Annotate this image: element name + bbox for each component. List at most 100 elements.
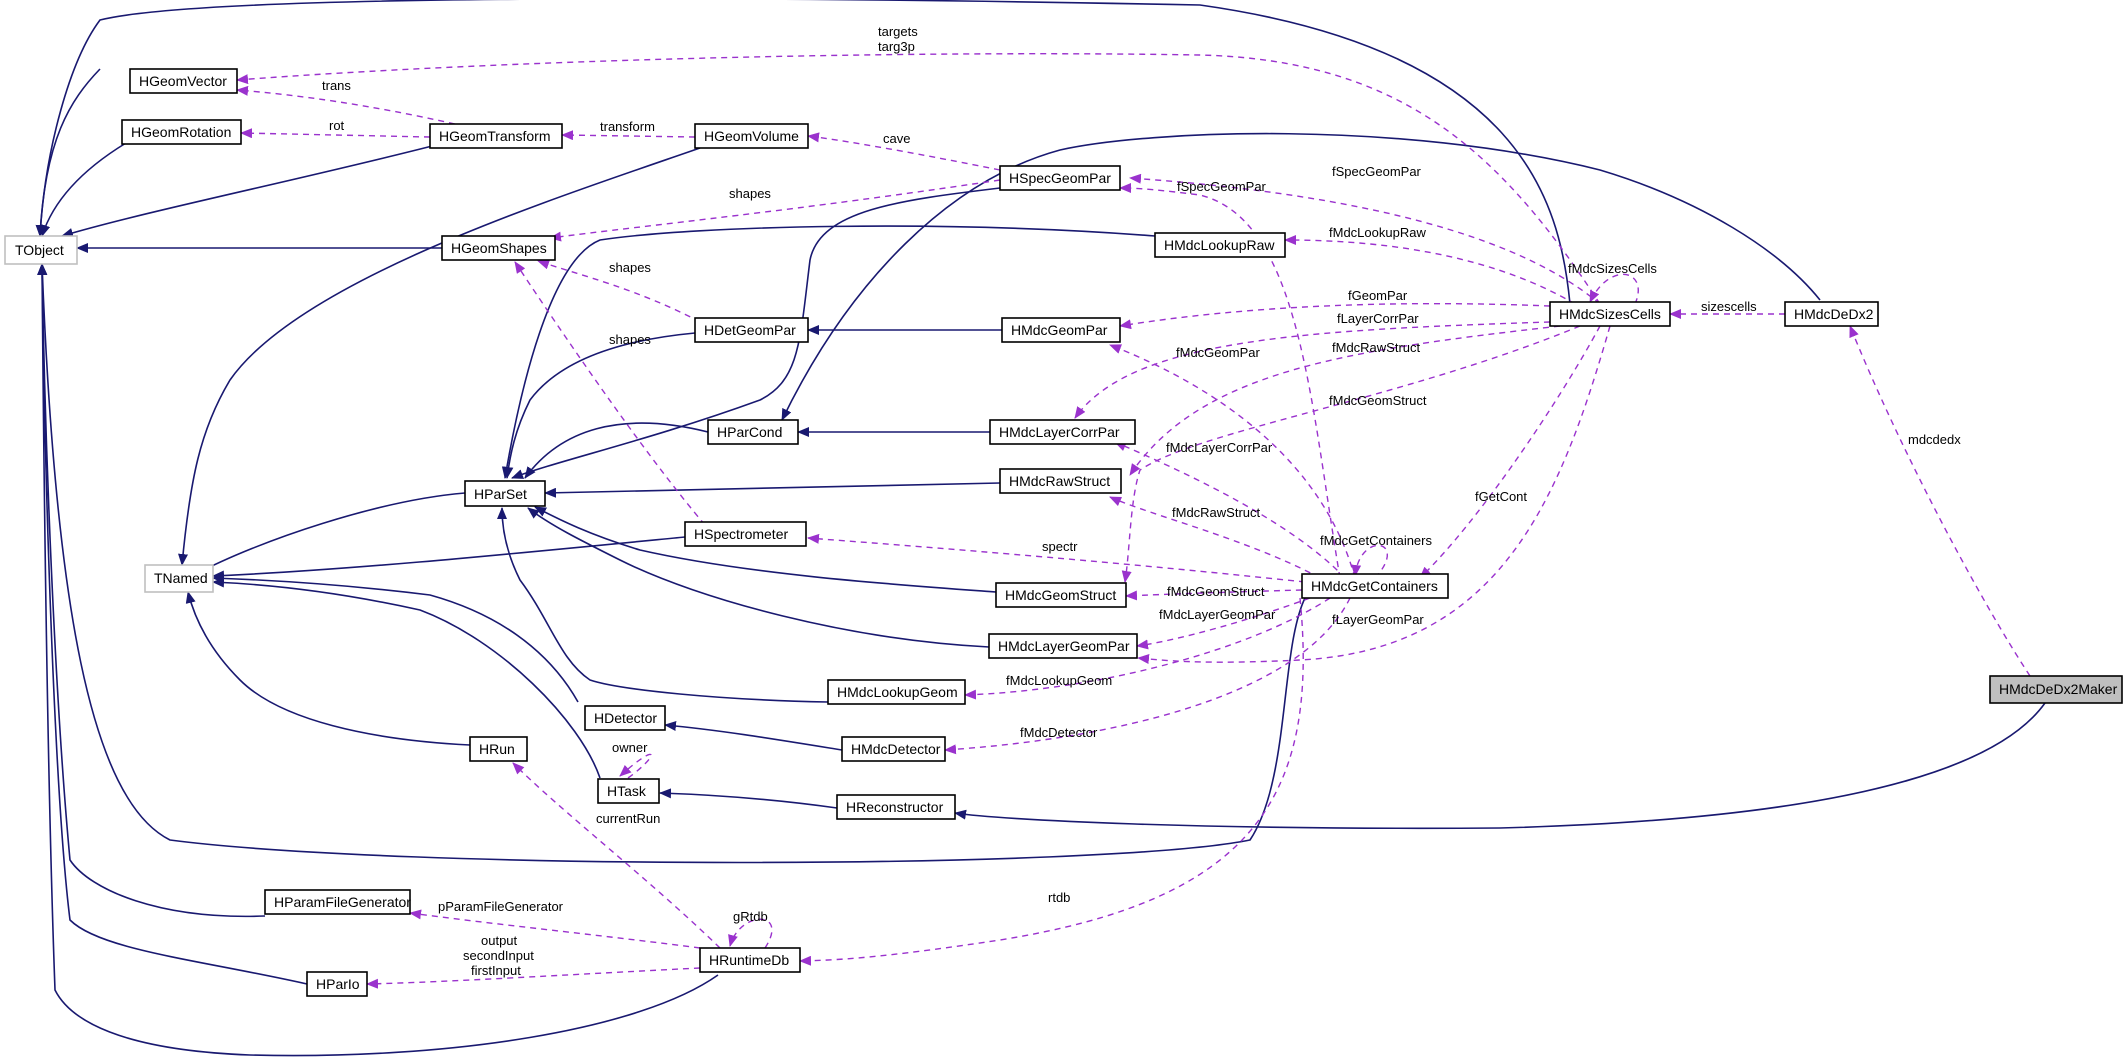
label-fmdclookupgeom: fMdcLookupGeom (1006, 673, 1112, 688)
svg-text:TNamed: TNamed (154, 570, 208, 586)
edge-hspecgeompar-hgeomshapes (549, 179, 1001, 242)
edge-hmdcgetcontainers-hmdclayergeompar (1136, 597, 1311, 650)
node-hmdcrawstruct[interactable]: HMdcRawStruct (999, 468, 1122, 494)
edge-hruntimedb-hrun (512, 762, 721, 949)
node-hparamfilegenerator[interactable]: HParamFileGenerator (264, 889, 411, 915)
edge-hmdcrawstruct-hparset (544, 482, 1001, 498)
node-hmdclayercorrpar[interactable]: HMdcLayerCorrPar (989, 419, 1136, 445)
node-hgeomrotation[interactable]: HGeomRotation (121, 119, 242, 145)
node-tnamed[interactable]: TNamed (144, 564, 214, 593)
edge-hmdcsizescells-hmdclayercorrpar (1074, 321, 1551, 419)
label-fspecgeompar-1: fSpecGeomPar (1332, 164, 1422, 179)
label-firstinput: firstInput (471, 963, 521, 978)
svg-text:HMdcDeDx2Maker: HMdcDeDx2Maker (1999, 681, 2118, 697)
edge-hruntimedb-tobject (37, 263, 719, 1057)
nodes: TObject TNamed HGeomVector HGeomRotation… (4, 68, 2123, 997)
edge-hgeomtransform-hgeomvector (236, 85, 456, 125)
node-hmdclookupraw[interactable]: HMdcLookupRaw (1154, 232, 1286, 258)
edge-labels: targets targ3p trans rot transform cave … (322, 24, 1961, 978)
edge-hmdcgetcontainers-hmdcdetector (944, 597, 1351, 755)
svg-text:HMdcLayerGeomPar: HMdcLayerGeomPar (998, 638, 1130, 654)
svg-text:HReconstructor: HReconstructor (846, 799, 944, 815)
node-hmdclayergeompar[interactable]: HMdcLayerGeomPar (988, 633, 1138, 659)
edge-hmdcdedx2maker-hmdcdedx2 (1849, 325, 2031, 677)
svg-text:HParIo: HParIo (316, 976, 360, 992)
label-owner: owner (612, 740, 648, 755)
label-pparamfilegenerator: pParamFileGenerator (438, 899, 564, 914)
edge-hdetector-tnamed (212, 573, 579, 703)
edge-hparcond-hparset (524, 422, 709, 479)
edge-hmdcsizescells-hmdcgetcontainers (1419, 325, 1601, 579)
svg-text:HGeomVector: HGeomVector (139, 73, 227, 89)
svg-text:HTask: HTask (607, 783, 647, 799)
node-hmdcdedx2maker[interactable]: HMdcDeDx2Maker (1989, 675, 2123, 704)
node-hmdcgeomstruct[interactable]: HMdcGeomStruct (995, 582, 1127, 608)
node-hgeomvector[interactable]: HGeomVector (129, 68, 238, 94)
label-rtdb: rtdb (1048, 890, 1070, 905)
label-sizescells: sizescells (1701, 299, 1757, 314)
node-hrun[interactable]: HRun (469, 736, 528, 762)
edge-hmdcdedx2-hparcond (781, 132, 1821, 421)
edge-hmdcgetcontainers-self (1351, 544, 1388, 579)
label-fmdcrawstruct-2: fMdcRawStruct (1172, 505, 1261, 520)
edge-hmdcgetcontainers-tobject (37, 263, 1306, 864)
node-hruntimedb[interactable]: HRuntimeDb (699, 947, 801, 973)
svg-text:HSpecGeomPar: HSpecGeomPar (1009, 170, 1111, 186)
svg-text:HRuntimeDb: HRuntimeDb (709, 952, 789, 968)
edge-hmdcsizescells-hspecgeompar (1129, 173, 1601, 305)
node-hgeomshapes[interactable]: HGeomShapes (441, 235, 556, 261)
label-fmdcdetector: fMdcDetector (1020, 725, 1098, 740)
node-hparcond[interactable]: HParCond (707, 419, 799, 445)
edge-hgeomvolume-hgeomtransform (561, 130, 696, 141)
label-fspecgeompar-2: fSpecGeomPar (1177, 179, 1267, 194)
edge-hmdcsizescells-hmdcgeompar (1119, 302, 1551, 330)
edge-hmdclayergeompar-hparset (527, 507, 990, 648)
node-hmdclookupgeom[interactable]: HMdcLookupGeom (827, 679, 966, 705)
node-hdetgeompar[interactable]: HDetGeomPar (694, 317, 809, 343)
node-hmdcgetcontainers[interactable]: HMdcGetContainers (1301, 573, 1449, 599)
inheritance-edges (35, 0, 2046, 1057)
node-hmdcgeompar[interactable]: HMdcGeomPar (1001, 317, 1121, 343)
svg-text:HMdcGeomStruct: HMdcGeomStruct (1005, 587, 1116, 603)
svg-text:HMdcSizesCells: HMdcSizesCells (1559, 306, 1661, 322)
svg-text:HRun: HRun (479, 741, 515, 757)
svg-text:HParSet: HParSet (474, 486, 527, 502)
label-targets: targets (878, 24, 918, 39)
label-shapes-2: shapes (609, 260, 651, 275)
label-flayergeompar: fLayerGeomPar (1332, 612, 1424, 627)
edge-hmdcgetcontainers-hruntimedb (799, 597, 1304, 966)
edge-hruntimedb-hpario (366, 967, 701, 989)
edge-hgeomvolume-tnamed (178, 147, 701, 566)
svg-text:HMdcDeDx2: HMdcDeDx2 (1794, 306, 1874, 322)
node-tobject[interactable]: TObject (4, 235, 78, 265)
edge-hmdcdetector-hdetector (664, 721, 843, 751)
node-hmdcdetector[interactable]: HMdcDetector (841, 736, 946, 762)
edge-hgeomvector-tobject (35, 68, 101, 237)
edge-hspecgeompar-hgeomvolume (807, 132, 1001, 171)
node-hspecgeompar[interactable]: HSpecGeomPar (999, 165, 1121, 191)
edge-hgeomtransform-tobject (61, 143, 441, 238)
node-hmdcsizescells[interactable]: HMdcSizesCells (1549, 301, 1671, 327)
label-targ3p: targ3p (878, 39, 915, 54)
edge-hparset-tnamed (193, 492, 466, 576)
label-spectr: spectr (1042, 539, 1078, 554)
edge-hmdcgetcontainers-hmdcrawstruct (1109, 496, 1321, 579)
node-hdetector[interactable]: HDetector (584, 705, 666, 731)
node-hreconstructor[interactable]: HReconstructor (836, 794, 956, 820)
node-hgeomvolume[interactable]: HGeomVolume (694, 123, 809, 149)
edge-hmdcgetcontainers-hmdclayercorrpar (1114, 441, 1346, 579)
edge-htask-tnamed (212, 577, 601, 779)
node-htask[interactable]: HTask (597, 778, 660, 804)
label-currentrun: currentRun (596, 811, 660, 826)
node-hgeomtransform[interactable]: HGeomTransform (429, 123, 563, 149)
label-fmdcgetcontainers: fMdcGetContainers (1320, 533, 1432, 548)
node-hspectrometer[interactable]: HSpectrometer (684, 521, 807, 547)
label-flayercorrpar: fLayerCorrPar (1337, 311, 1419, 326)
svg-text:HMdcLookupGeom: HMdcLookupGeom (837, 684, 958, 700)
node-hparset[interactable]: HParSet (464, 480, 546, 507)
node-hpario[interactable]: HParIo (306, 971, 368, 997)
svg-text:HDetGeomPar: HDetGeomPar (704, 322, 796, 338)
node-hmdcdedx2[interactable]: HMdcDeDx2 (1784, 301, 1879, 327)
edge-hmdcsizescells-hgeomvector (236, 53, 1601, 305)
